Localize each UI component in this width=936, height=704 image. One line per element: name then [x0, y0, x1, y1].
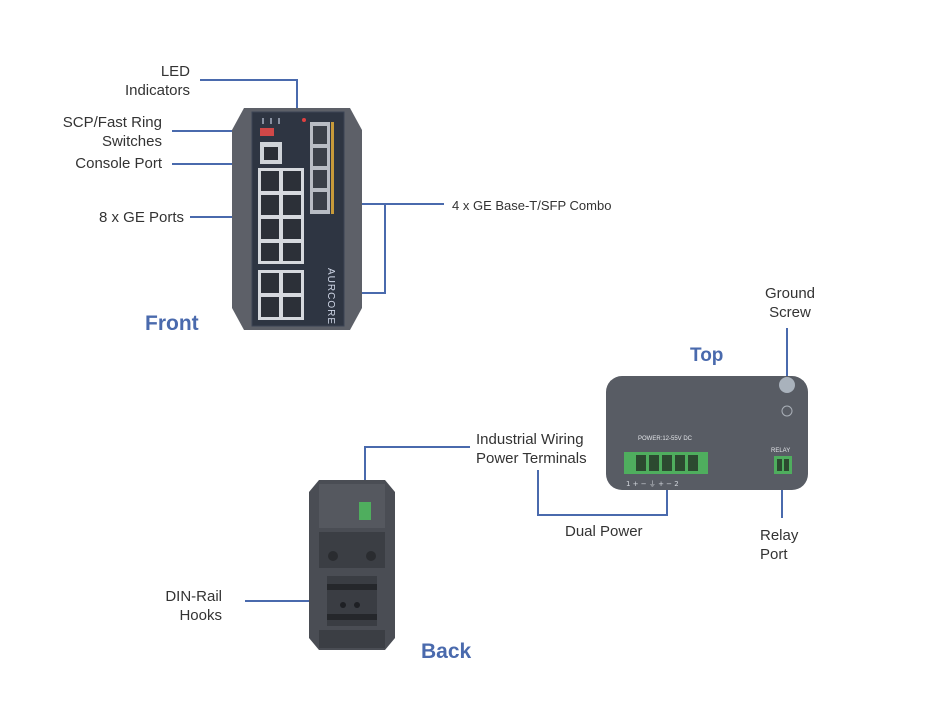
ground-screw-shape — [779, 377, 795, 393]
sfp-cages — [310, 122, 334, 214]
relay-label: RELAY — [771, 448, 790, 454]
relay-terminal-block — [774, 456, 792, 474]
terminal-polarity-marks: 1 + − ⏚ + − 2 — [626, 480, 679, 488]
back-view-title: Back — [421, 640, 472, 663]
dip-switch — [260, 128, 274, 136]
led-light — [302, 118, 306, 122]
console-port-label: Console Port — [75, 155, 162, 172]
back-terminal-block — [359, 502, 371, 520]
led-leader — [200, 79, 298, 118]
top-view-title: Top — [690, 345, 724, 366]
power-spec-label: POWER:12-55V DC — [638, 436, 693, 442]
brand-logo: AURCORE — [325, 268, 336, 325]
top-view-device: POWER:12-55V DC 1 + − ⏚ + − 2 RELAY — [606, 376, 808, 490]
dual-power-label: Dual Power — [565, 523, 643, 540]
front-view-device: AURCORE — [232, 108, 362, 330]
ge-port-grid — [258, 168, 304, 264]
ge-ports-label: 8 x GE Ports — [98, 209, 184, 226]
combo-rj45-grid — [258, 270, 304, 320]
front-view-title: Front — [145, 312, 199, 335]
back-view-device — [309, 480, 395, 650]
ground-symbol-icon — [781, 405, 793, 417]
combo-ports-label: 4 x GE Base-T/SFP Combo — [452, 198, 612, 213]
